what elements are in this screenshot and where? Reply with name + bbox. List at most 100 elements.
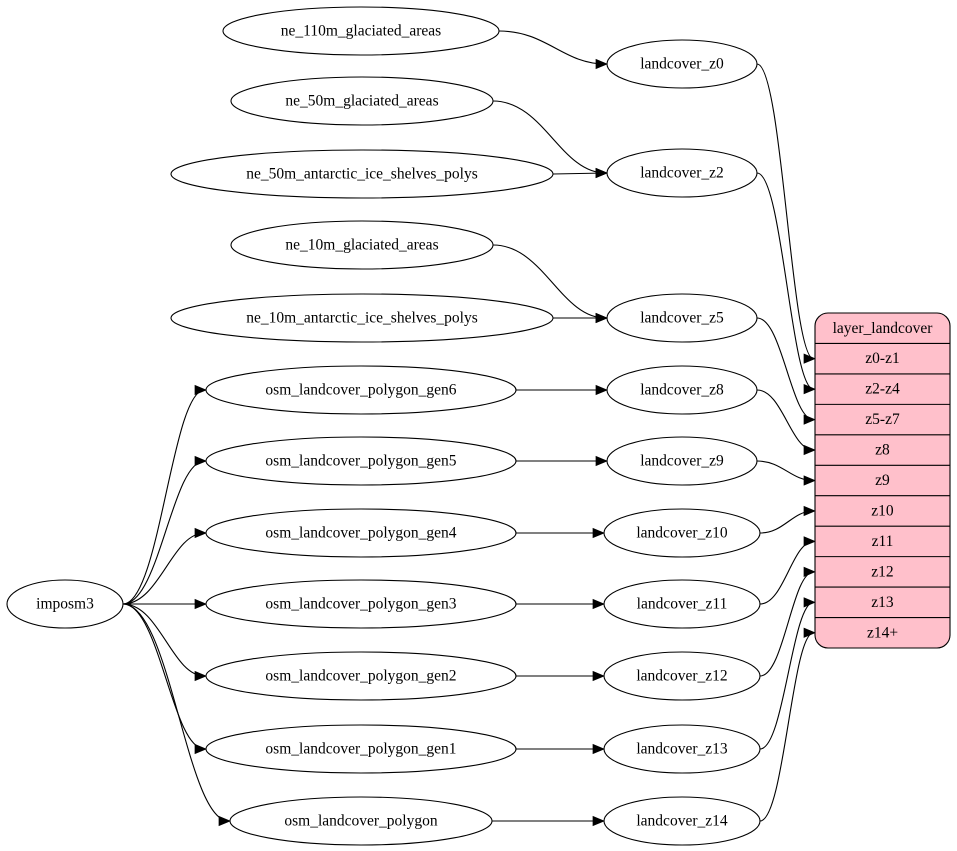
record-row-z2-z4[interactable]: z2-z4 — [865, 381, 900, 398]
record-row-z9[interactable]: z9 — [875, 472, 890, 489]
osm-node-shape — [205, 436, 517, 486]
edge-arrowhead — [194, 384, 207, 396]
node-label: landcover_z13 — [636, 741, 727, 758]
node-osm_landcover_polygon_gen3[interactable]: osm_landcover_polygon_gen3 — [205, 579, 517, 629]
edge-arrowhead — [218, 815, 231, 827]
node-landcover_z13[interactable]: landcover_z13 — [603, 724, 761, 774]
edge-arrowhead — [803, 444, 816, 456]
record-row-z5-z7[interactable]: z5-z7 — [865, 411, 900, 428]
edge-arrowhead — [803, 566, 816, 577]
node-ne_10m_antarctic_ice_shelves_polys[interactable]: ne_10m_antarctic_ice_shelves_polys — [170, 293, 554, 343]
node-imposm3[interactable]: imposm3 — [6, 579, 124, 629]
node-label: landcover_z9 — [640, 453, 724, 470]
edge-landcover_z0-to-row-z0-z1 — [756, 63, 814, 360]
node-ne_10m_glaciated_areas[interactable]: ne_10m_glaciated_areas — [230, 220, 494, 270]
node-ne_110m_glaciated_areas[interactable]: ne_110m_glaciated_areas — [222, 6, 500, 56]
layer-landcover-record[interactable]: layer_landcover z0-z1 z2-z4 z5-z7 z8 z9 z10 z11… — [814, 312, 951, 649]
edge-ne_110m_glaciated_areas-to-landcover_z0 — [498, 30, 606, 65]
node-label: landcover_z0 — [640, 56, 724, 73]
node-layer: imposm3 ne_110m_glaciated_areas ne_50m_gla… — [6, 6, 761, 846]
node-landcover_z9[interactable]: landcover_z9 — [606, 436, 758, 486]
edge-landcover_z5-to-row-z5-z7 — [756, 317, 814, 421]
record-header-label: layer_landcover — [833, 320, 934, 337]
record-row-z13[interactable]: z13 — [871, 594, 894, 611]
node-landcover_z14[interactable]: landcover_z14 — [603, 796, 761, 846]
edge-arrowhead — [803, 353, 816, 364]
edge-landcover_z14-to-row-z14plus — [759, 632, 814, 822]
node-label: osm_landcover_polygon_gen2 — [265, 668, 456, 685]
node-landcover_z8[interactable]: landcover_z8 — [606, 365, 758, 415]
edge-arrowhead — [803, 536, 816, 547]
edge-arrowhead — [595, 455, 608, 467]
edge-imposm3-to-osm_landcover_polygon — [122, 603, 229, 822]
node-ne_50m_glaciated_areas[interactable]: ne_50m_glaciated_areas — [230, 76, 494, 126]
node-ne_50m_antarctic_ice_shelves_polys[interactable]: ne_50m_antarctic_ice_shelves_polys — [170, 149, 554, 199]
edge-arrowhead — [803, 597, 816, 608]
osm-node-shape — [205, 365, 517, 415]
edge-arrowhead — [595, 312, 608, 324]
node-landcover_z12[interactable]: landcover_z12 — [603, 651, 761, 701]
node-osm_landcover_polygon_gen6[interactable]: osm_landcover_polygon_gen6 — [205, 365, 517, 415]
landcover-node-shape — [606, 293, 758, 343]
landcover-node-shape — [603, 579, 761, 629]
edge-arrowhead — [592, 670, 605, 682]
node-label: ne_10m_antarctic_ice_shelves_polys — [246, 310, 478, 327]
node-label: osm_landcover_polygon_gen1 — [265, 741, 456, 758]
osm-node-shape — [205, 724, 517, 774]
node-landcover_z2[interactable]: landcover_z2 — [606, 148, 758, 198]
node-landcover_z11[interactable]: landcover_z11 — [603, 579, 761, 629]
record-row-z8[interactable]: z8 — [875, 442, 890, 459]
edge-landcover_z12-to-row-z12 — [759, 571, 814, 677]
edge-arrowhead — [194, 527, 207, 539]
node-label: landcover_z8 — [640, 382, 724, 399]
ne-node-shape — [230, 220, 494, 270]
landcover-node-shape — [603, 796, 761, 846]
edge-arrowhead — [803, 414, 816, 425]
source-node-shape — [6, 579, 124, 629]
ne-node-shape — [222, 6, 500, 56]
edge-imposm3-to-osm_landcover_polygon_gen6 — [122, 389, 205, 605]
node-osm_landcover_polygon_gen4[interactable]: osm_landcover_polygon_gen4 — [205, 508, 517, 558]
edge-imposm3-to-osm_landcover_polygon_gen5 — [122, 460, 205, 605]
node-osm_landcover_polygon[interactable]: osm_landcover_polygon — [229, 796, 493, 846]
node-landcover_z5[interactable]: landcover_z5 — [606, 293, 758, 343]
edge-arrowhead — [194, 743, 207, 755]
edge-landcover_z2-to-row-z2-z4 — [756, 172, 814, 390]
node-label: ne_50m_glaciated_areas — [285, 93, 438, 110]
ne-node-shape — [230, 76, 494, 126]
record-row-z11[interactable]: z11 — [872, 533, 894, 550]
landcover-node-shape — [603, 724, 761, 774]
record-row-z12[interactable]: z12 — [871, 563, 893, 580]
landcover-node-shape — [606, 39, 758, 89]
ne-node-shape — [170, 293, 554, 343]
edge-arrowhead — [592, 598, 605, 610]
node-landcover_z10[interactable]: landcover_z10 — [603, 508, 761, 558]
node-landcover_z0[interactable]: landcover_z0 — [606, 39, 758, 89]
node-osm_landcover_polygon_gen5[interactable]: osm_landcover_polygon_gen5 — [205, 436, 517, 486]
node-label: osm_landcover_polygon_gen6 — [265, 382, 456, 399]
edge-arrowhead — [194, 455, 207, 467]
osm-node-shape — [229, 796, 493, 846]
node-label: ne_10m_glaciated_areas — [285, 237, 438, 254]
edge-arrowhead — [595, 58, 608, 70]
record-row-z0-z1[interactable]: z0-z1 — [865, 350, 899, 367]
osm-node-shape — [205, 579, 517, 629]
node-label: landcover_z12 — [636, 668, 727, 685]
node-label: osm_landcover_polygon — [284, 813, 438, 830]
node-label: osm_landcover_polygon_gen5 — [265, 453, 456, 470]
edge-imposm3-to-osm_landcover_polygon_gen4 — [122, 532, 205, 605]
record-row-z14+[interactable]: z14+ — [867, 624, 898, 641]
record-row-z10[interactable]: z10 — [871, 503, 894, 520]
node-osm_landcover_polygon_gen2[interactable]: osm_landcover_polygon_gen2 — [205, 651, 517, 701]
landcover-node-shape — [606, 436, 758, 486]
node-label: landcover_z10 — [636, 525, 727, 542]
edge-arrowhead — [194, 598, 207, 610]
edge-layer — [122, 30, 816, 827]
node-osm_landcover_polygon_gen1[interactable]: osm_landcover_polygon_gen1 — [205, 724, 517, 774]
osm-node-shape — [205, 508, 517, 558]
landcover-node-shape — [603, 508, 761, 558]
edge-arrowhead — [803, 475, 816, 486]
edge-imposm3-to-osm_landcover_polygon_gen1 — [122, 603, 205, 750]
edge-ne_10m_glaciated_areas-to-landcover_z5 — [492, 244, 606, 319]
